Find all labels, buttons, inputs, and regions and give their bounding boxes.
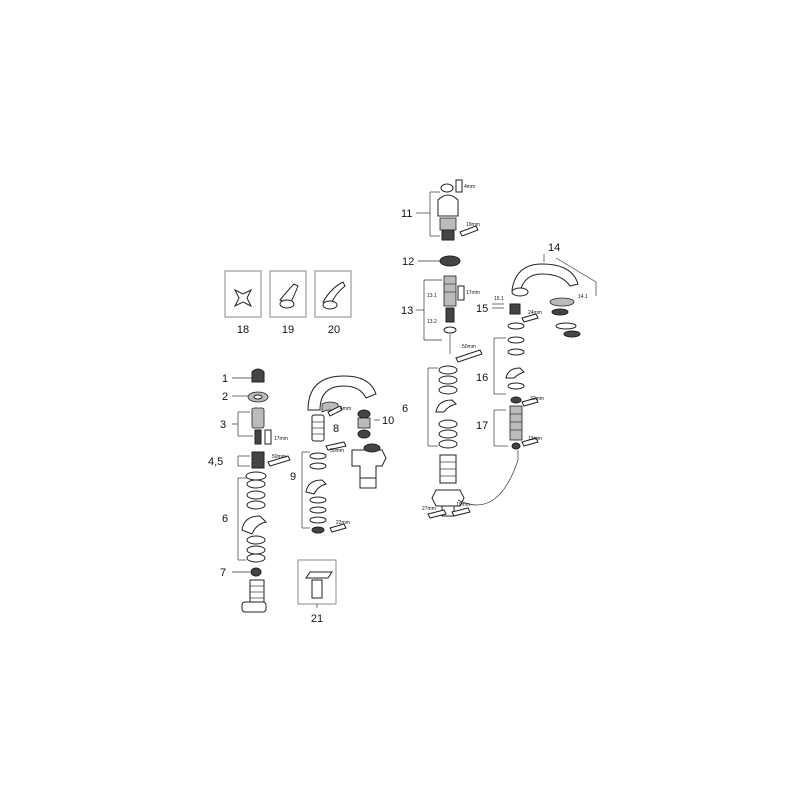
label-13: 13 xyxy=(401,305,413,317)
label-20: 20 xyxy=(328,324,340,336)
tool-4mm-a: 4mm xyxy=(340,406,351,412)
tool-17mm-a: 17mm xyxy=(274,436,288,442)
tool-27mm: 27mm xyxy=(422,506,436,512)
label-15: 15 xyxy=(476,303,488,315)
tool-24mm: 24mm xyxy=(528,310,542,316)
tool-30mm: 30mm xyxy=(330,448,344,454)
label-9: 9 xyxy=(290,471,296,483)
label-16: 16 xyxy=(476,372,488,384)
tool-50mm-b: 50mm xyxy=(462,344,476,350)
label-7: 7 xyxy=(220,567,226,579)
label-1: 1 xyxy=(222,373,228,385)
right-valve-assembly: 11 4mm 19mm 12 13 13.1 13.2 17mm 50mm xyxy=(401,179,519,519)
label-17: 17 xyxy=(476,420,488,432)
handshower-assembly: 14 14.1 15 15.1 24mm 16 32mm xyxy=(476,242,597,450)
tool-19mm-b: 19mm xyxy=(456,502,470,508)
label-18: 18 xyxy=(237,324,249,336)
label-11: 11 xyxy=(401,208,412,220)
tool-4mm-b: 4mm xyxy=(464,184,475,190)
label-6-right: 6 xyxy=(402,403,408,415)
label-15-1: 15.1 xyxy=(494,296,504,302)
tool-22mm: 22mm xyxy=(336,520,350,526)
label-14-1: 14.1 xyxy=(578,294,588,300)
label-13-2: 13.2 xyxy=(427,319,437,325)
label-6-left: 6 xyxy=(222,513,228,525)
label-21: 21 xyxy=(311,613,323,625)
middle-spout-assembly: 4mm 8 30mm 9 22mm 10 21 xyxy=(290,375,394,625)
label-10: 10 xyxy=(382,415,394,427)
handle-option-19: 19 xyxy=(269,270,307,336)
tool-50mm-a: 50mm xyxy=(272,454,286,460)
tool-19mm-a: 19mm xyxy=(466,222,480,228)
label-19: 19 xyxy=(282,324,294,336)
handle-option-18: 18 xyxy=(224,270,262,336)
label-3: 3 xyxy=(220,419,226,431)
label-4-5: 4,5 xyxy=(208,456,223,468)
label-8: 8 xyxy=(333,423,339,435)
tool-32mm: 32mm xyxy=(530,396,544,402)
label-2: 2 xyxy=(222,391,228,403)
label-14: 14 xyxy=(548,242,560,254)
tool-13mm: 13mm xyxy=(528,436,542,442)
label-12: 12 xyxy=(402,256,414,268)
label-13-1: 13.1 xyxy=(427,293,437,299)
handle-option-20: 20 xyxy=(314,270,352,336)
left-valve-assembly: 1 2 3 17mm 4,5 50mm 6 xyxy=(208,368,291,613)
tool-17mm-b: 17mm xyxy=(466,290,480,296)
